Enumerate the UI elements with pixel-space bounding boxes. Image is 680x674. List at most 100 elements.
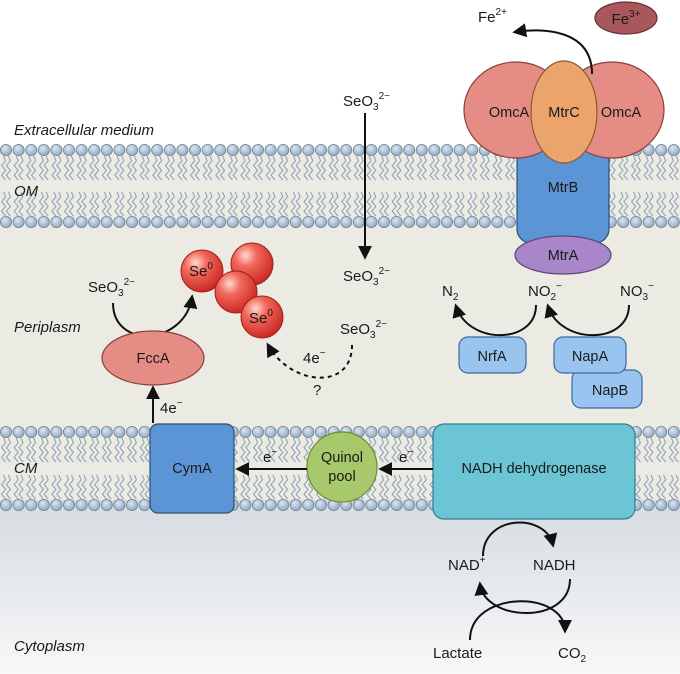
lipid-head xyxy=(37,215,50,228)
lipid-tail xyxy=(333,191,339,217)
lipid-tail xyxy=(320,191,327,217)
lipid-tail xyxy=(643,191,649,217)
lipid-head xyxy=(352,498,365,511)
lipid-head xyxy=(314,425,327,438)
lipid-tail xyxy=(89,474,95,500)
lipid-tail xyxy=(479,155,486,181)
lipid-head xyxy=(314,215,327,228)
lipid-head xyxy=(25,143,38,156)
lipid-tail xyxy=(139,437,145,463)
unknown-question-mark: ? xyxy=(313,382,321,399)
lipid-tail xyxy=(265,191,271,217)
lipid-head xyxy=(289,498,302,511)
selenite-fcca-label: SeO32− xyxy=(88,277,135,299)
lipid-tail xyxy=(215,155,221,181)
lipid-head xyxy=(25,498,38,511)
lipid-tail xyxy=(429,191,435,217)
lipid-tail xyxy=(101,155,108,181)
lipid-head xyxy=(428,143,441,156)
lipid-tail xyxy=(673,474,679,500)
lipid-tail xyxy=(290,474,297,500)
lipid-tail xyxy=(290,437,297,463)
lipid-tail xyxy=(396,437,402,463)
fe3-label: Fe3+ xyxy=(612,9,641,28)
lipid-tail xyxy=(156,191,163,217)
lipid-head xyxy=(201,215,214,228)
lipid-tail xyxy=(81,155,87,181)
lipid-tail xyxy=(618,191,624,217)
lipid-head xyxy=(75,215,88,228)
lipid-tail xyxy=(76,474,82,500)
region-label-om: OM xyxy=(14,183,39,200)
lipid-tail xyxy=(56,474,62,500)
lipid-tail xyxy=(479,191,486,217)
lipid-tail xyxy=(270,437,276,463)
lipid-head xyxy=(264,498,277,511)
lipid-tail xyxy=(252,437,259,463)
lipid-tail xyxy=(282,474,289,500)
lipid-head xyxy=(37,498,50,511)
lipid-head xyxy=(655,498,668,511)
lipid-head xyxy=(503,215,516,228)
lipid-tail xyxy=(38,474,45,500)
lipid-tail xyxy=(353,191,360,217)
lipid-tail xyxy=(152,191,158,217)
lipid-tail xyxy=(43,191,49,217)
lipid-tail xyxy=(219,155,226,181)
lipid-tail xyxy=(114,474,120,500)
lipid-tail xyxy=(656,474,662,500)
lipid-tail xyxy=(202,155,208,181)
quinol-label-line1: Quinol xyxy=(321,450,363,466)
lipid-tail xyxy=(396,191,402,217)
lipid-tail xyxy=(668,155,675,181)
lipid-tail xyxy=(51,437,57,463)
lipid-head xyxy=(201,143,214,156)
lipid-head xyxy=(289,215,302,228)
lipid-tail xyxy=(101,474,108,500)
lipid-tail xyxy=(391,474,397,500)
region-label-cytoplasm: Cytoplasm xyxy=(14,638,85,655)
lipid-tail xyxy=(404,155,410,181)
lipid-tail xyxy=(89,155,95,181)
lipid-tail xyxy=(416,437,423,463)
lipid-tail xyxy=(119,437,125,463)
region-label-extracellular: Extracellular medium xyxy=(14,122,154,139)
lipid-tail xyxy=(471,155,478,181)
lipid-tail xyxy=(38,191,45,217)
lipid-head xyxy=(314,498,327,511)
lipid-tail xyxy=(240,191,246,217)
lipid-head xyxy=(415,215,428,228)
lipid-head xyxy=(50,143,63,156)
lipid-tail xyxy=(245,191,251,217)
lipid-tail xyxy=(315,155,322,181)
lipid-tail xyxy=(126,155,133,181)
nrfa-protein xyxy=(458,336,527,374)
nrfa-reduction-arrow xyxy=(452,303,537,336)
lipid-tail xyxy=(660,437,667,463)
lipid-head xyxy=(138,425,151,438)
se0-label-top: Se0 xyxy=(189,261,213,280)
lipid-head xyxy=(25,425,38,438)
lipid-tail xyxy=(139,155,145,181)
lipid-tail xyxy=(18,437,24,463)
lipid-head xyxy=(466,215,479,228)
lipid-tail xyxy=(106,155,112,181)
lipid-head xyxy=(440,143,453,156)
lipid-head xyxy=(390,498,403,511)
lipid-head xyxy=(0,498,12,511)
lipid-tail xyxy=(660,474,667,500)
lipid-head xyxy=(642,498,655,511)
lipid-head xyxy=(151,143,164,156)
lipid-tail xyxy=(454,191,460,217)
lipid-tail xyxy=(215,191,221,217)
lipid-tail xyxy=(278,437,284,463)
lipid-tail xyxy=(408,155,415,181)
lipid-head xyxy=(302,425,315,438)
nadh-dehydrogenase-label: NADH dehydrogenase xyxy=(461,461,606,477)
lipid-tail xyxy=(635,155,642,181)
lipid-tail xyxy=(341,191,347,217)
lipid-tail xyxy=(0,191,7,217)
lipid-tail xyxy=(303,191,309,217)
region-label-periplasm: Periplasm xyxy=(14,319,81,336)
lipid-tail xyxy=(320,155,327,181)
